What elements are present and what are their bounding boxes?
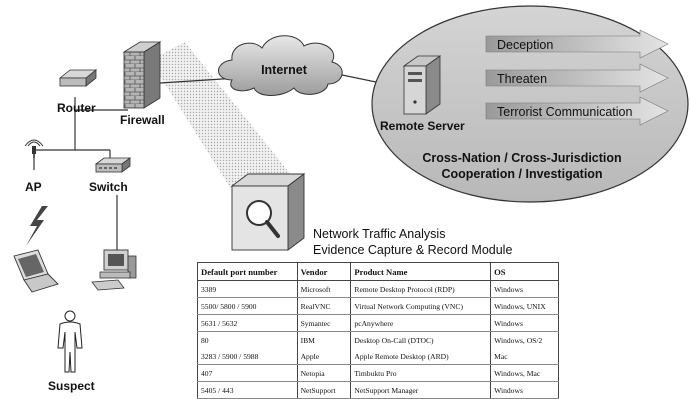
remote-access-port-table: Default port number Vendor Product Name … xyxy=(197,262,559,399)
cell-vendor: Microsoft xyxy=(297,280,352,298)
laptop-icon xyxy=(13,249,59,293)
cell-vendor: Apple xyxy=(297,348,352,365)
header-product: Product Name xyxy=(350,262,492,281)
threat-arrow-threaten xyxy=(485,63,669,93)
internet-cloud-icon xyxy=(218,35,343,96)
access-point-icon xyxy=(24,139,44,158)
remote-server-label: Remote Server xyxy=(380,119,465,133)
cell-port: 3283 / 5900 / 5988 xyxy=(197,348,298,365)
cooperation-line1: Cross-Nation / Cross-Jurisdiction xyxy=(422,151,621,165)
cell-product: Remote Desktop Protocol (RDP) xyxy=(350,280,492,298)
cell-product: pcAnywhere xyxy=(350,314,492,332)
cell-port: 407 xyxy=(197,364,298,382)
cell-os: Windows xyxy=(490,314,559,332)
cell-port: 80 xyxy=(197,331,298,348)
table-row: 3283 / 5900 / 5988 Apple Apple Remote De… xyxy=(197,348,559,365)
cell-product: Virtual Network Computing (VNC) xyxy=(350,297,492,315)
cell-os: Windows, UNIX xyxy=(490,297,559,315)
ap-label: AP xyxy=(25,180,42,194)
capture-beam xyxy=(150,42,292,210)
threat-label-deception: Deception xyxy=(497,38,553,52)
table-row: 3389 Microsoft Remote Desktop Protocol (… xyxy=(197,280,559,298)
module-title-line2: Evidence Capture & Record Module xyxy=(313,243,512,257)
header-port: Default port number xyxy=(197,262,298,281)
cell-product: Apple Remote Desktop (ARD) xyxy=(350,348,492,365)
desktop-pc-icon xyxy=(91,249,137,291)
threat-label-threaten: Threaten xyxy=(497,72,547,86)
table-row: 5631 / 5632 Symantec pcAnywhere Windows xyxy=(197,314,559,332)
cell-port: 3389 xyxy=(197,280,298,298)
table-header-row: Default port number Vendor Product Name … xyxy=(197,262,559,281)
threat-label-terrorist: Terrorist Communication xyxy=(497,105,633,119)
magnifier-module-icon xyxy=(230,173,306,251)
switch-label: Switch xyxy=(89,180,128,194)
internet-label: Internet xyxy=(261,63,308,77)
cell-port: 5631 / 5632 xyxy=(197,314,298,332)
header-os: OS xyxy=(490,262,559,281)
wireless-signal-icon xyxy=(26,206,48,246)
cell-vendor: Symantec xyxy=(297,314,352,332)
firewall-label: Firewall xyxy=(120,113,165,127)
cell-vendor: Netopia xyxy=(297,364,352,382)
header-vendor: Vendor xyxy=(297,262,352,281)
switch-icon xyxy=(94,157,132,173)
cell-product: Timbuktu Pro xyxy=(350,364,492,382)
cell-os: Windows xyxy=(490,280,559,298)
threat-arrow-deception xyxy=(485,29,669,59)
suspect-person-icon xyxy=(57,310,83,373)
module-title-line1: Network Traffic Analysis xyxy=(313,227,445,241)
firewall-icon xyxy=(122,41,162,109)
cell-vendor: RealVNC xyxy=(297,297,352,315)
threat-arrow-terrorist xyxy=(485,96,669,126)
cell-os: Windows, Mac xyxy=(490,364,559,382)
cell-vendor: IBM xyxy=(297,331,352,348)
suspect-label: Suspect xyxy=(48,379,95,393)
table-row: 80 IBM Desktop On-Call (DTOC) Windows, O… xyxy=(197,331,559,348)
cell-os: Windows, OS/2 xyxy=(494,335,543,345)
cell-product: Desktop On-Call (DTOC) xyxy=(350,331,492,348)
cell-port: 5500/ 5800 / 5900 xyxy=(197,297,298,315)
table-row: 5500/ 5800 / 5900 RealVNC Virtual Networ… xyxy=(197,297,559,315)
router-label: Router xyxy=(57,101,96,115)
threat-arrows xyxy=(485,29,669,126)
cooperation-line2: Cooperation / Investigation xyxy=(441,167,602,181)
table-row: 407 Netopia Timbuktu Pro Windows, Mac xyxy=(197,364,559,382)
router-icon xyxy=(58,69,98,87)
server-icon xyxy=(402,55,442,115)
cell-os: Mac xyxy=(490,348,559,365)
